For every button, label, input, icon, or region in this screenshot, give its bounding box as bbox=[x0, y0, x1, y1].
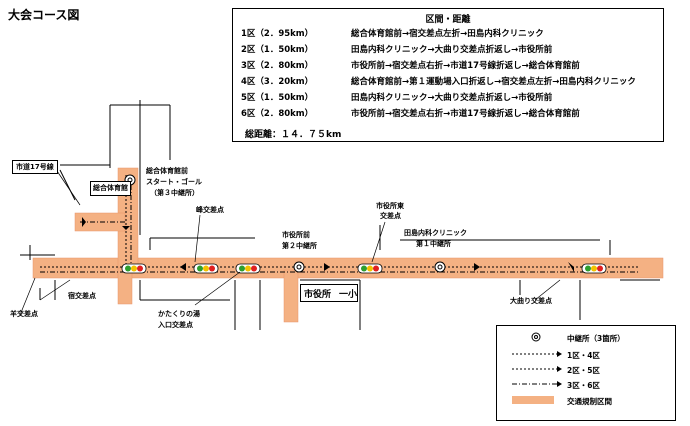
school-label: 一小 bbox=[339, 290, 358, 300]
tajima-clinic-label: 田島内科クリニック bbox=[404, 229, 467, 237]
legend: 中継所（3箇所） 1区・4区 2区・5区 3区・6区 交通規制区間 bbox=[496, 325, 676, 421]
section-row: 5区（1．50km） 田島内科クリニック→大曲り交差点折返し→市役所前 bbox=[241, 91, 552, 103]
katakuri-label: かたくりの湯 bbox=[158, 310, 200, 318]
mine-crossing-label: 峰交差点 bbox=[196, 206, 224, 214]
katakuri-entrance-label: 入口交差点 bbox=[158, 321, 193, 329]
section-route: 田島内科クリニック→大曲り交差点折返し→市役所前 bbox=[351, 45, 553, 55]
total-distance: 総距離：１４．７５km bbox=[245, 130, 342, 140]
legend-restricted-label: 交通規制区間 bbox=[567, 397, 612, 406]
hitsuji-crossing-label: 羊交差点 bbox=[10, 310, 38, 318]
relay1-label: 第１中継所 bbox=[416, 240, 451, 248]
gym-building-label: 総合体育館 bbox=[90, 181, 131, 196]
legend-lines bbox=[512, 353, 560, 385]
crossing-label: 交差点 bbox=[380, 212, 401, 220]
city-hall-label: 市役所 bbox=[304, 290, 332, 300]
section-route: 総合体育館前→宿交差点左折→田島内科クリニック bbox=[351, 29, 544, 39]
callout-lines bbox=[19, 167, 561, 316]
city-hall-building: 市役所 一小 bbox=[300, 284, 358, 302]
relay3-label: （第３中継所） bbox=[150, 189, 199, 197]
section-label: 5区（1．50km） bbox=[241, 93, 314, 103]
section-row: 3区（2．80km） 市役所前→宿交差点右折→市道17号線折返し→総合体育館前 bbox=[241, 59, 580, 71]
section-row: 1区（2．95km） 総合体育館前→宿交差点左折→田島内科クリニック bbox=[241, 27, 544, 39]
omagari-crossing-label: 大曲り交差点 bbox=[510, 297, 552, 305]
legend-relay-label: 中継所（3箇所） bbox=[567, 334, 625, 343]
section-route: 市役所前→宿交差点右折→市道17号線折返し→総合体育館前 bbox=[351, 109, 580, 119]
relay-markers bbox=[124, 174, 446, 273]
street-grid bbox=[20, 100, 660, 330]
section-label: 3区（2．80km） bbox=[241, 61, 314, 71]
traffic-lights bbox=[121, 263, 607, 274]
start-goal-label: スタート・ゴール bbox=[146, 178, 202, 186]
section-label: 6区（2．80km） bbox=[241, 109, 314, 119]
legend-line2-label: 2区・5区 bbox=[567, 366, 600, 375]
page-title: 大会コース図 bbox=[8, 8, 80, 22]
jukushuku-crossing-label: 宿交差点 bbox=[68, 292, 96, 300]
section-row: 6区（2．80km） 市役所前→宿交差点右折→市道17号線折返し→総合体育館前 bbox=[241, 107, 580, 119]
legend-relay-icon bbox=[531, 332, 541, 342]
city-hall-front-label: 市役所前 bbox=[282, 231, 310, 239]
section-distance-table: 区間・距離 1区（2．95km）総合体育館前→宿交差点左折→田島内科クリニック … bbox=[232, 8, 664, 142]
section-route: 田島内科クリニック→大曲り交差点折返し→市役所前 bbox=[351, 93, 553, 103]
relay2-label: 第２中継所 bbox=[282, 242, 317, 250]
section-row: 2区（1．50km） 田島内科クリニック→大曲り交差点折返し→市役所前 bbox=[241, 43, 552, 55]
city-hall-east-label: 市役所東 bbox=[376, 202, 404, 210]
section-route: 市役所前→宿交差点右折→市道17号線折返し→総合体育館前 bbox=[351, 61, 580, 71]
section-row: 4区（3．20km） 総合体育館前→第１運動場入口折返し→宿交差点左折→田島内科ク… bbox=[241, 75, 636, 87]
legend-line3-label: 3区・6区 bbox=[567, 381, 600, 390]
legend-line1-label: 1区・4区 bbox=[567, 351, 600, 360]
section-label: 4区（3．20km） bbox=[241, 77, 314, 87]
section-route: 総合体育館前→第１運動場入口折返し→宿交差点左折→田島内科クリニック bbox=[351, 77, 636, 87]
section-label: 1区（2．95km） bbox=[241, 29, 314, 39]
section-label: 2区（1．50km） bbox=[241, 45, 314, 55]
legend-arrows bbox=[557, 351, 562, 387]
city-road-17-label: 市道17号線 bbox=[12, 160, 58, 174]
gym-front-label: 総合体育館前 bbox=[146, 167, 188, 175]
section-table-header: 区間・距離 bbox=[425, 15, 471, 25]
direction-arrows bbox=[82, 217, 574, 272]
legend-restricted-swatch bbox=[512, 396, 554, 404]
